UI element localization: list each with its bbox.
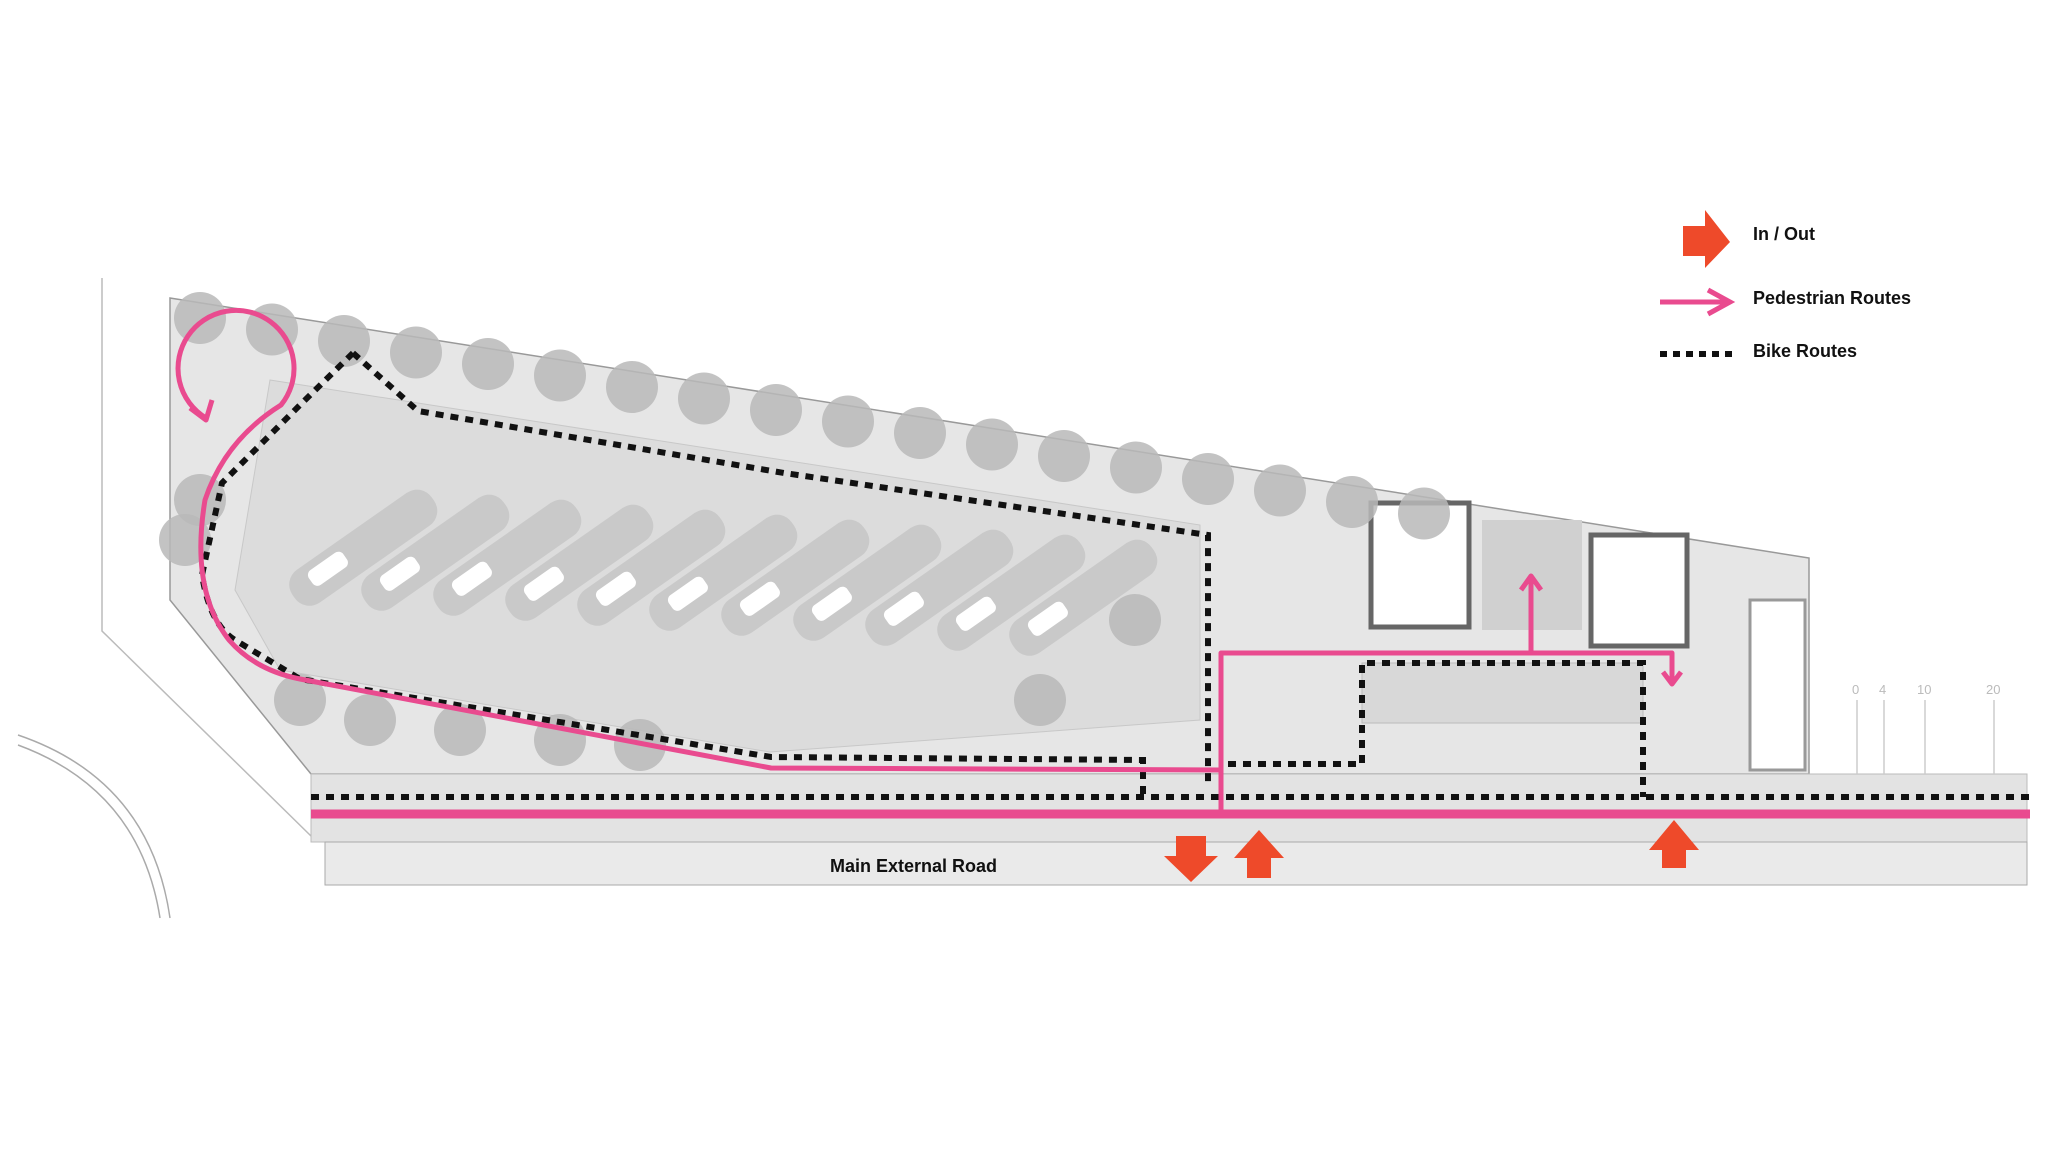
curved-road-edge bbox=[17, 734, 171, 919]
tree bbox=[1326, 476, 1378, 528]
tree bbox=[318, 315, 370, 367]
legend-bike-label: Bike Routes bbox=[1753, 341, 1858, 361]
tree bbox=[678, 372, 730, 425]
legend-pedestrian-label: Pedestrian Routes bbox=[1753, 288, 1912, 308]
bus bbox=[955, 596, 996, 631]
legend-in-out-icon bbox=[1683, 210, 1730, 268]
scale-label-4: 4 bbox=[1879, 682, 1887, 697]
tree bbox=[462, 338, 514, 390]
tree bbox=[822, 395, 874, 448]
tree bbox=[1182, 453, 1234, 505]
tree bbox=[1110, 441, 1162, 494]
scale-label-10: 10 bbox=[1917, 682, 1932, 697]
scale-label-20: 20 bbox=[1986, 682, 2001, 697]
tree bbox=[1038, 430, 1090, 482]
exit-arrow-down bbox=[1164, 836, 1218, 882]
tree bbox=[966, 418, 1018, 471]
bus bbox=[595, 571, 636, 606]
bus bbox=[739, 581, 780, 616]
tree bbox=[434, 704, 486, 756]
scale-bar bbox=[1856, 700, 1995, 774]
site-boundary-line bbox=[101, 278, 312, 837]
in-out-arrows bbox=[1164, 820, 1699, 882]
tree bbox=[1109, 594, 1161, 646]
legend-in-out-label: In / Out bbox=[1753, 224, 1815, 244]
bus bbox=[307, 551, 348, 586]
sidewalk bbox=[310, 773, 2028, 843]
bus bbox=[883, 591, 924, 626]
bus bbox=[667, 576, 708, 611]
tree bbox=[1398, 487, 1450, 540]
bus bbox=[523, 566, 564, 601]
tree bbox=[606, 361, 658, 413]
building-2 bbox=[1588, 532, 1690, 649]
bike-routes bbox=[198, 350, 2030, 800]
tree bbox=[750, 384, 802, 436]
car-parking bbox=[1361, 662, 1644, 724]
scale-label-0: 0 bbox=[1852, 682, 1860, 697]
bus bbox=[1027, 601, 1068, 636]
tree bbox=[174, 292, 226, 344]
tree bbox=[1254, 464, 1306, 517]
tree bbox=[534, 349, 586, 402]
bus-bays bbox=[289, 489, 1158, 656]
building-3 bbox=[1748, 598, 1807, 772]
tree bbox=[274, 674, 326, 726]
legend-pedestrian-icon bbox=[1660, 287, 1736, 317]
tree bbox=[390, 326, 442, 379]
tree bbox=[1014, 674, 1066, 726]
tree bbox=[344, 694, 396, 746]
bus bbox=[379, 556, 420, 591]
curved-road-edge-inner bbox=[17, 744, 161, 919]
bus bbox=[811, 586, 852, 621]
entry-arrow-up bbox=[1234, 830, 1284, 878]
tree bbox=[894, 407, 946, 459]
tree bbox=[159, 514, 211, 566]
pedestrian-routes bbox=[175, 307, 2030, 819]
entry-arrow-up-2 bbox=[1649, 820, 1699, 868]
road-label: Main External Road bbox=[830, 856, 998, 876]
bus bbox=[451, 561, 492, 596]
